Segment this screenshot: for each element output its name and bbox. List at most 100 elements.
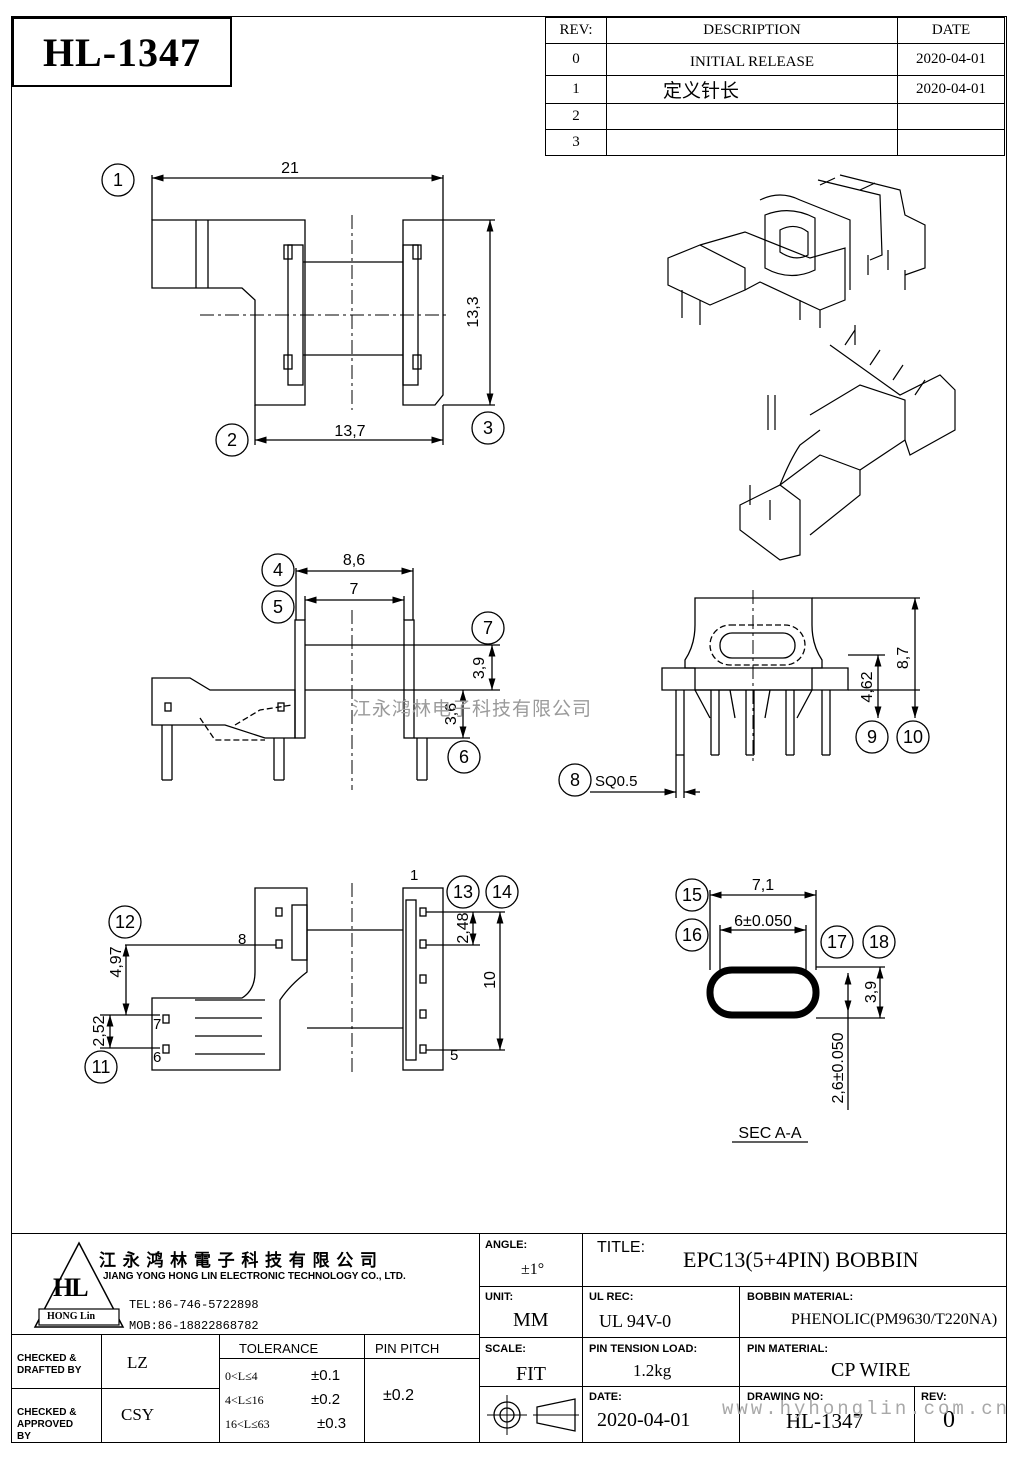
date-cell bbox=[897, 129, 1005, 156]
pin-tension-label: PIN TENSION LOAD: bbox=[589, 1343, 698, 1355]
drawing-no-value: HL-1347 bbox=[786, 1409, 863, 1433]
dim-13-7: 13,7 bbox=[334, 423, 365, 440]
projection-symbol-icon bbox=[487, 1395, 579, 1435]
logo-mark: HL bbox=[53, 1273, 89, 1302]
balloon-label: 1 bbox=[113, 170, 123, 190]
company-logo bbox=[33, 1241, 125, 1328]
dim-8-6: 8,6 bbox=[343, 552, 365, 569]
dim-3-6: 3,6 bbox=[443, 703, 460, 725]
dim-sq: SQ0.5 bbox=[595, 773, 638, 790]
ul-label: UL REC: bbox=[589, 1291, 634, 1303]
balloon-label: 3 bbox=[483, 418, 493, 438]
pin-label-8: 8 bbox=[238, 931, 246, 948]
balloon-label: 4 bbox=[273, 560, 283, 580]
balloon-label: 13 bbox=[453, 882, 473, 902]
pin-pitch-cell bbox=[364, 1334, 480, 1443]
tolerance-value: ±0.2 bbox=[311, 1391, 341, 1408]
balloon-label: 18 bbox=[869, 932, 889, 952]
dim-10: 10 bbox=[482, 971, 499, 989]
bobbin-material-label: BOBBIN MATERIAL: bbox=[747, 1291, 854, 1303]
title-block: HL HONG Lin 江 永 鸿 林 電 子 科 技 有 限 公 司 JIAN… bbox=[11, 1233, 1007, 1443]
company-name-cn: 江 永 鸿 林 電 子 科 技 有 限 公 司 bbox=[99, 1251, 378, 1270]
dim-2-52: 2,52 bbox=[91, 1015, 108, 1046]
company-name-en: JIANG YONG HONG LIN ELECTRONIC TECHNOLOG… bbox=[103, 1271, 406, 1282]
section-label: SEC A-A bbox=[738, 1125, 801, 1142]
logo-subtext: HONG Lin bbox=[47, 1311, 96, 1322]
dim-3-9a: 3,9 bbox=[471, 657, 488, 679]
tolerance-range: 0<L≤4 bbox=[225, 1369, 258, 1383]
unit-label: UNIT: bbox=[485, 1291, 514, 1303]
part-number: HL-1347 bbox=[12, 17, 232, 87]
revision-table: REV: DESCRIPTION DATE 0 INITIAL RELEASE … bbox=[545, 17, 1005, 156]
tolerance-label: TOLERANCE bbox=[239, 1341, 319, 1356]
drawing-no-label: DRAWING NO: bbox=[747, 1391, 824, 1403]
title-value: EPC13(5+4PIN) BOBBIN bbox=[683, 1247, 919, 1272]
tolerance-value: ±0.1 bbox=[311, 1367, 341, 1384]
angle-label: ANGLE: bbox=[485, 1239, 528, 1251]
side-view bbox=[151, 567, 500, 790]
date-cell: 2020-04-01 bbox=[897, 75, 1005, 104]
checked-drafted-value: LZ bbox=[127, 1353, 148, 1372]
balloon-label: 17 bbox=[827, 932, 847, 952]
date-cell: 2020-04-01 bbox=[897, 43, 1005, 76]
pin-label-7: 7 bbox=[153, 1016, 161, 1033]
watermark-url: www.hyhonglin.com.cn bbox=[722, 1398, 1011, 1420]
balloon-label: 11 bbox=[92, 1057, 111, 1077]
rev-label: REV: bbox=[921, 1391, 947, 1403]
tolerance-range: 4<L≤16 bbox=[225, 1393, 264, 1407]
pin-pitch-value: ±0.2 bbox=[383, 1387, 415, 1404]
dim-4-97: 4,97 bbox=[108, 946, 125, 977]
isometric-view-top bbox=[667, 174, 926, 328]
tolerance-range: 16<L≤63 bbox=[225, 1417, 270, 1431]
checked-approved-value-cell bbox=[101, 1388, 220, 1443]
balloon-label: 15 bbox=[682, 885, 702, 905]
balloon-label: 12 bbox=[115, 912, 135, 932]
balloon-label: 16 bbox=[682, 925, 702, 945]
ul-value: UL 94V-0 bbox=[599, 1311, 672, 1331]
checked-approved-value: CSY bbox=[121, 1405, 155, 1424]
balloon-label: 10 bbox=[903, 727, 923, 747]
rev-header: REV: bbox=[545, 17, 607, 44]
balloons bbox=[84, 163, 930, 1084]
pin-label-1: 1 bbox=[410, 867, 418, 884]
dim-7-1: 7,1 bbox=[752, 877, 774, 894]
pin-tension-value: 1.2kg bbox=[633, 1361, 672, 1380]
date-label: DATE: bbox=[589, 1391, 622, 1403]
balloon-label: 5 bbox=[273, 597, 283, 617]
company-mob: MOB:86-18822868782 bbox=[129, 1319, 259, 1333]
description-cell: INITIAL RELEASE bbox=[606, 43, 898, 76]
checked-drafted-value-cell bbox=[101, 1334, 220, 1389]
tolerance-header-line bbox=[219, 1358, 365, 1359]
company-tel: TEL:86-746-5722898 bbox=[129, 1298, 259, 1312]
dim-6: 6±0.050 bbox=[734, 913, 792, 930]
rev-value: 0 bbox=[943, 1407, 955, 1433]
description-cell bbox=[606, 129, 898, 156]
dim-13-3: 13,3 bbox=[465, 296, 482, 327]
balloon-label: 9 bbox=[867, 727, 877, 747]
pin-label-5: 5 bbox=[450, 1047, 458, 1064]
top-view bbox=[151, 174, 495, 445]
balloon-label: 2 bbox=[227, 430, 237, 450]
scale-value: FIT bbox=[516, 1363, 546, 1385]
scale-label: SCALE: bbox=[485, 1343, 526, 1355]
technical-drawing: 21 13,3 13,7 8,6 7 3,9 3,6 8,7 4,62 SQ0.… bbox=[84, 160, 956, 1143]
dim-7: 7 bbox=[350, 581, 359, 598]
isometric-view-bottom bbox=[739, 325, 956, 561]
rev-cell: 2 bbox=[545, 103, 607, 130]
balloon-label: 7 bbox=[483, 618, 493, 638]
pin-pitch-label: PIN PITCH bbox=[375, 1341, 440, 1356]
angle-value: ±1° bbox=[521, 1261, 545, 1278]
dim-21: 21 bbox=[281, 160, 299, 177]
pin-material-value: CP WIRE bbox=[831, 1359, 911, 1381]
section-a-a-view bbox=[706, 890, 885, 1143]
pin-pitch-header-line bbox=[364, 1358, 480, 1359]
dim-3-9b: 3,9 bbox=[863, 981, 880, 1003]
balloon-label: 14 bbox=[492, 882, 512, 902]
rev-cell: 3 bbox=[545, 129, 607, 156]
dim-2-48: 2,48 bbox=[455, 912, 472, 943]
end-view bbox=[590, 590, 920, 798]
balloon-label: 8 bbox=[570, 770, 580, 790]
rev-cell bbox=[914, 1386, 1007, 1443]
bottom-view bbox=[100, 883, 505, 1075]
date-header: DATE bbox=[897, 17, 1005, 44]
